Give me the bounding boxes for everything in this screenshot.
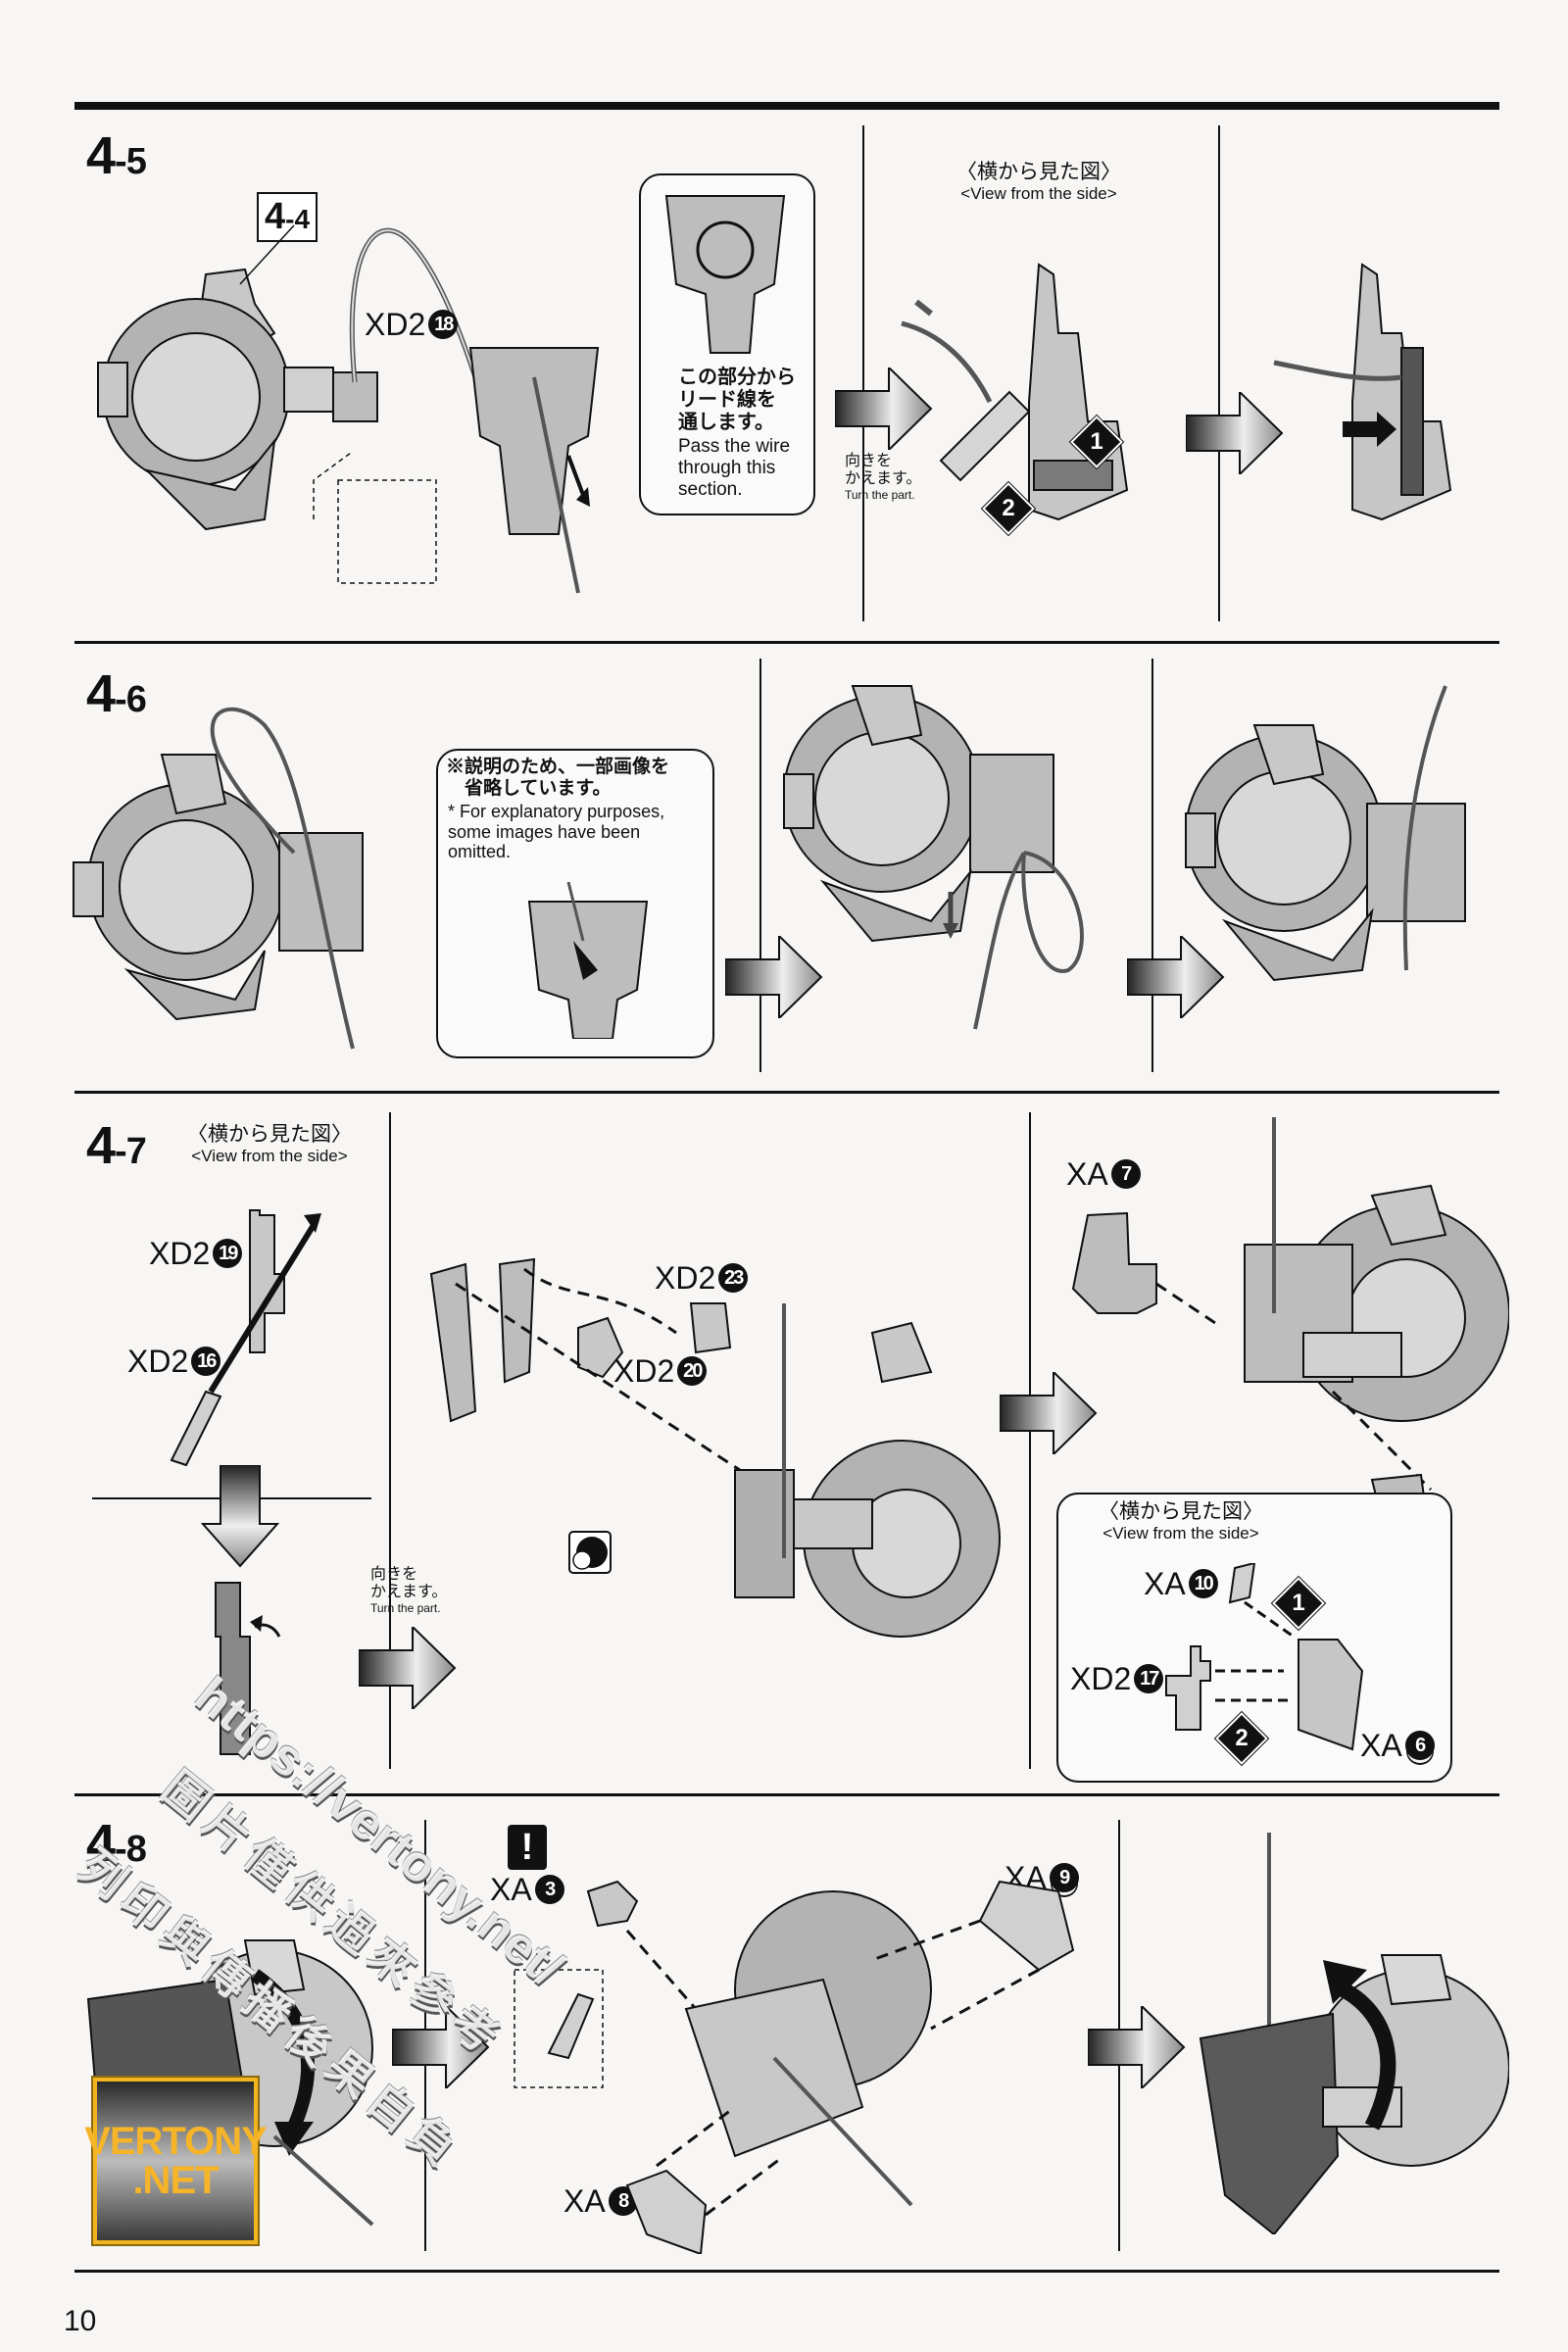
top-rule — [74, 102, 1499, 110]
pin-hole-icon — [568, 1531, 612, 1574]
illustration-4-7-result — [1071, 1117, 1509, 1560]
illustration-4-6-assembly — [73, 707, 364, 1050]
next-arrow — [835, 368, 933, 450]
step-number-4-5: 4-5 — [86, 126, 147, 185]
illustration-4-6-result — [1185, 685, 1466, 982]
illustration-4-8-assembly — [514, 1880, 1075, 2254]
next-arrow — [359, 1627, 457, 1709]
illustration-part-xd2-18 — [468, 347, 600, 594]
illustration-4-5-assembly — [97, 224, 493, 584]
next-arrow — [1000, 1372, 1098, 1454]
step-number-4-6: 4-6 — [86, 664, 147, 723]
next-arrow — [725, 936, 823, 1018]
panel-divider — [389, 1112, 391, 1769]
callout-omitted-jp: ※説明のため、一部画像を 省略しています。 — [446, 757, 670, 799]
illustration-4-7-assembly — [429, 1257, 1001, 1638]
section-divider-4-8 — [74, 1793, 1499, 1796]
next-arrow — [1088, 2006, 1186, 2088]
panel-divider — [1152, 659, 1153, 1072]
down-arrow — [201, 1465, 279, 1568]
panel-divider — [862, 125, 864, 621]
illustration-4-8-result — [1199, 1833, 1509, 2234]
illustration-4-7-rotated-part — [215, 1582, 281, 1755]
callout-wire-pass-en: Pass the wire through this section. — [678, 436, 791, 500]
illustration-4-7-side-parts — [170, 1209, 321, 1467]
inset-side-view-caption: 〈横から見た図〉 <View from the side> — [1099, 1500, 1263, 1544]
side-view-caption: 〈横から見た図〉 <View from the side> — [956, 161, 1121, 204]
callout-part-detail — [527, 882, 649, 1039]
step-number-4-7: 4-7 — [86, 1116, 147, 1175]
page-number: 10 — [64, 2305, 97, 2337]
inset-parts-illustration — [1165, 1563, 1364, 1751]
side-view-caption: 〈横から見た図〉 <View from the side> — [187, 1123, 352, 1166]
next-arrow — [1127, 936, 1225, 1018]
step-number-4-8: 4-8 — [86, 1814, 147, 1873]
next-arrow — [1186, 392, 1284, 474]
panel-divider — [760, 659, 761, 1072]
turn-part-note: 向きを かえます。 Turn the part. — [370, 1566, 448, 1615]
callout-part-detail — [664, 195, 786, 354]
section-divider-4-6 — [74, 641, 1499, 644]
callout-wire-pass-jp: この部分から リード線を 通します。 — [678, 367, 796, 433]
illustration-4-5-result — [1273, 263, 1452, 521]
turn-part-note: 向きを かえます。 Turn the part. — [845, 453, 922, 502]
vertony-logo: VERTONY .NET — [84, 2078, 268, 2244]
section-divider-4-7 — [74, 1091, 1499, 1094]
panel-divider — [1029, 1112, 1031, 1769]
next-arrow — [392, 2006, 490, 2088]
caution-icon: ! — [508, 1825, 547, 1870]
illustration-4-5-side-view — [901, 263, 1129, 521]
illustration-4-6-step2 — [783, 685, 1084, 1030]
panel-divider — [1218, 125, 1220, 621]
callout-omitted-en: * For explanatory purposes, some images … — [448, 802, 665, 862]
footer-rule — [74, 2270, 1499, 2273]
